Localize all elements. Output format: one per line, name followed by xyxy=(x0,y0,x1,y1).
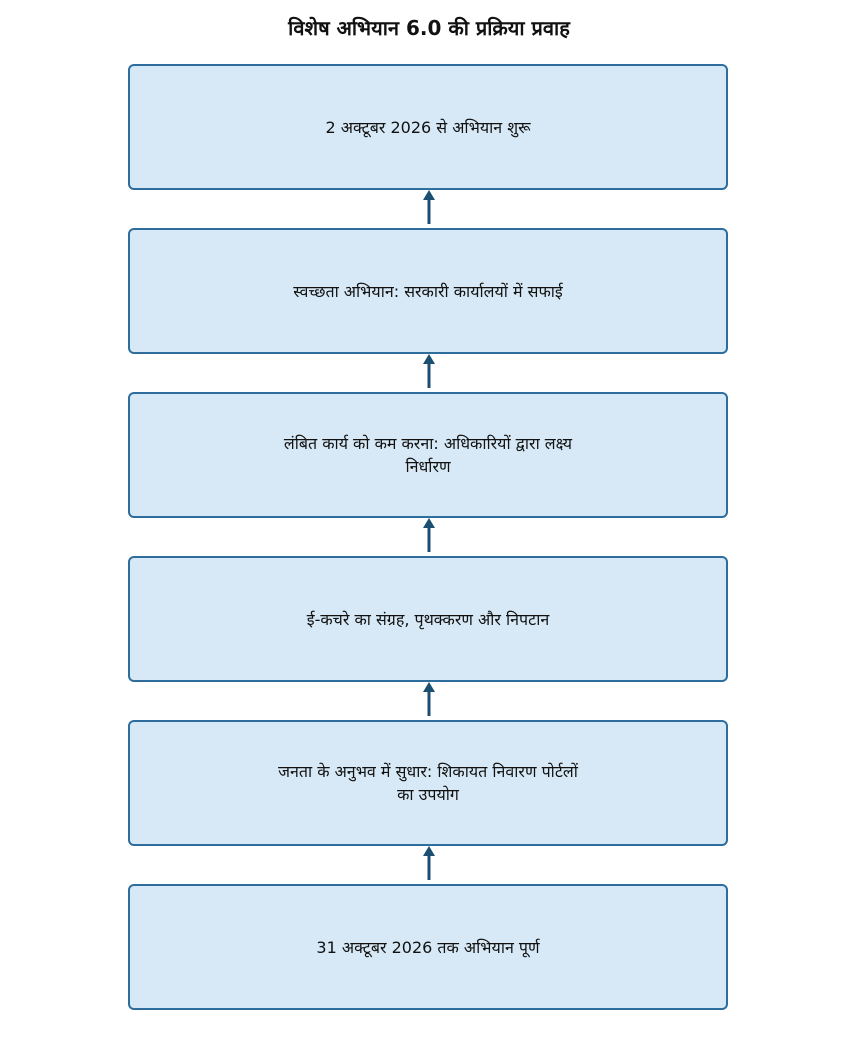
step-label-6: 31 अक्टूबर 2026 तक अभियान पूर्ण xyxy=(316,937,540,957)
step-box-1: 2 अक्टूबर 2026 से अभियान शुरू xyxy=(128,64,728,190)
arrow-up-icon xyxy=(423,682,435,716)
step-box-2: स्वच्छता अभियान: सरकारी कार्यालयों में स… xyxy=(128,228,728,354)
arrow-up-icon xyxy=(423,846,435,880)
step-label-4: ई-कचरे का संग्रह, पृथक्करण और निपटान xyxy=(306,609,550,629)
step-box-4: ई-कचरे का संग्रह, पृथक्करण और निपटान xyxy=(128,556,728,682)
diagram-title: विशेष अभियान 6.0 की प्रक्रिया प्रवाह xyxy=(288,16,570,40)
step-box-6: 31 अक्टूबर 2026 तक अभियान पूर्ण xyxy=(128,884,728,1010)
step-label-3: लंबित कार्य को कम करना: अधिकारियों द्वार… xyxy=(283,434,573,476)
step-box-3: लंबित कार्य को कम करना: अधिकारियों द्वार… xyxy=(128,392,728,518)
step-label-2: स्वच्छता अभियान: सरकारी कार्यालयों में स… xyxy=(293,281,563,301)
step-label-5: जनता के अनुभव में सुधार: शिकायत निवारण प… xyxy=(278,762,578,804)
arrow-up-icon xyxy=(423,518,435,552)
step-label-1: 2 अक्टूबर 2026 से अभियान शुरू xyxy=(325,117,531,137)
arrow-up-icon xyxy=(423,190,435,224)
arrow-up-icon xyxy=(423,354,435,388)
step-box-5: जनता के अनुभव में सुधार: शिकायत निवारण प… xyxy=(128,720,728,846)
